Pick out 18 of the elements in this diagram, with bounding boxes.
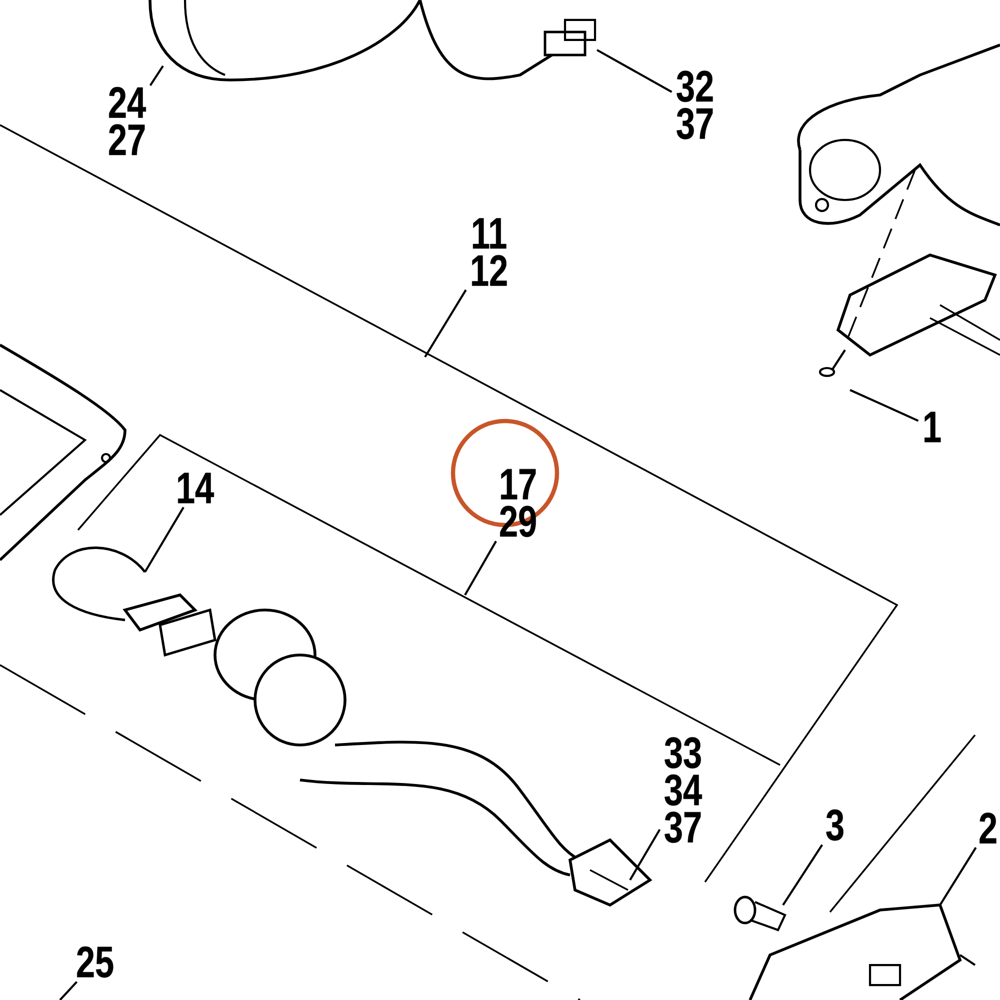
leader-line: [629, 829, 661, 881]
leader-line: [59, 981, 78, 1000]
callout-number: 2: [980, 812, 996, 844]
callout-number: 11 12: [472, 218, 507, 286]
leader-line: [464, 540, 497, 596]
callout-number: 32 37: [676, 70, 713, 140]
leader-line: [144, 506, 184, 573]
callout-number: 14: [178, 472, 214, 504]
leader-line: [596, 49, 672, 93]
callout-number: 3: [826, 809, 844, 841]
callout-number: 24 27: [109, 86, 146, 155]
leader-line: [782, 844, 824, 906]
leader-line: [149, 65, 164, 86]
callout-number: 25: [77, 946, 114, 978]
leader-line: [939, 847, 977, 906]
leader-line: [424, 289, 467, 358]
callout-number: 1: [924, 412, 941, 442]
callout-number: 33 34 37: [664, 737, 702, 843]
